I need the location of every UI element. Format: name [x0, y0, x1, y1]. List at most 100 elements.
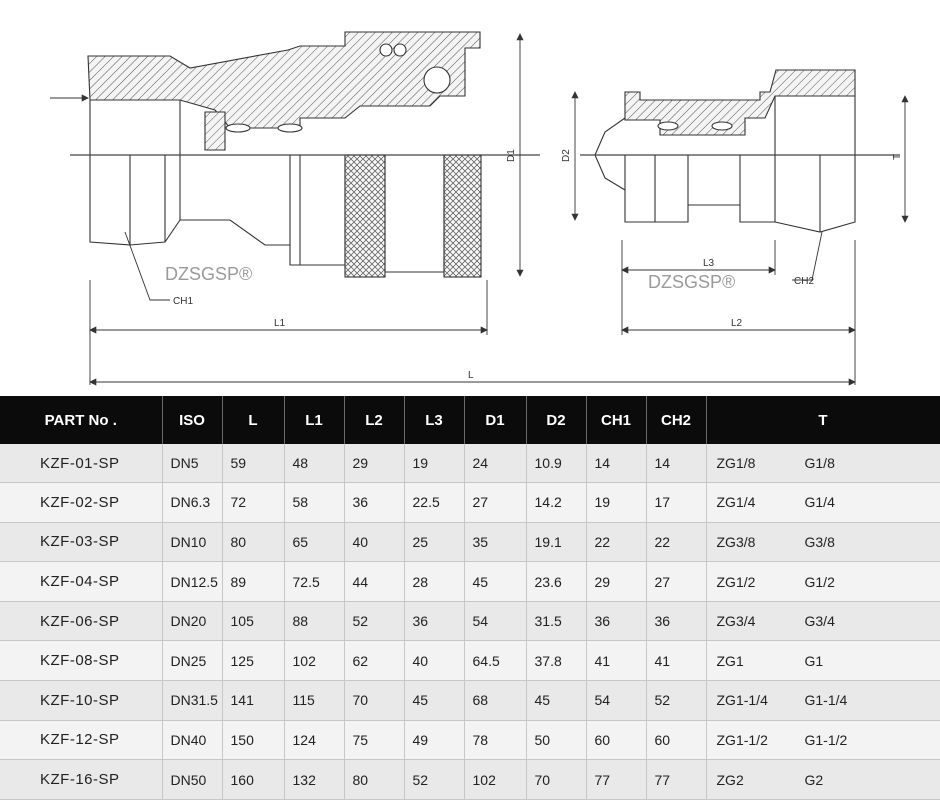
- part-number-cell: KZF-06-SP: [0, 601, 163, 642]
- header-l1: L1: [284, 396, 345, 444]
- iso-cell: DN12.5: [162, 561, 223, 602]
- l1-cell: 65: [284, 522, 345, 563]
- part-number-cell: KZF-04-SP: [0, 561, 163, 602]
- right-part-plug: [594, 69, 856, 233]
- ch2-cell: 52: [646, 680, 707, 721]
- ch2-cell: 60: [646, 720, 707, 761]
- iso-cell: DN40: [162, 720, 223, 761]
- socket-hex-outline: [89, 100, 346, 266]
- label-d1: D1: [506, 149, 517, 162]
- d2-cell: 50: [526, 720, 587, 761]
- iso-cell: DN6.3: [162, 482, 223, 523]
- ch2-leader: [792, 231, 823, 281]
- seal-o-ring: [225, 123, 251, 133]
- ch1-cell: 29: [586, 561, 647, 602]
- d1-cell: 27: [464, 482, 527, 523]
- d1-cell: 45: [464, 561, 527, 602]
- ch2-cell: 14: [646, 444, 707, 484]
- ch1-cell: 54: [586, 680, 647, 721]
- l3-cell: 52: [404, 759, 465, 800]
- l3-cell: 22.5: [404, 482, 465, 523]
- t-taper-thread: ZG1-1/2: [716, 731, 768, 748]
- coupling-cross-section-drawing: L1 L L2 L3 D1 D2 T CH1 CH2 DZSGSP® DZSGS…: [50, 31, 909, 386]
- spec-table: PART No . ISO L L1 L2 L3 D1 D2 CH1 CH2 T…: [0, 396, 940, 800]
- seal-o-ring: [277, 123, 303, 133]
- dimension-labels: L1 L L2 L3 D1 D2 T CH1 CH2: [173, 149, 903, 381]
- l2-cell: 44: [344, 561, 405, 602]
- t-taper-thread: ZG1/8: [716, 455, 756, 471]
- ch1-cell: 41: [586, 640, 647, 682]
- l3-cell: 45: [404, 680, 465, 721]
- t-parallel-thread: G1: [804, 652, 824, 669]
- l1-cell: 72.5: [284, 561, 345, 602]
- ch1-cell: 19: [586, 482, 647, 523]
- l-cell: 105: [222, 601, 285, 642]
- header-t: T: [706, 396, 940, 444]
- l1-cell: 115: [284, 680, 345, 721]
- header-part-no: PART No .: [0, 396, 163, 444]
- l1-cell: 124: [284, 720, 345, 761]
- header-l2: L2: [344, 396, 405, 444]
- ch1-cell: 22: [586, 522, 647, 563]
- part-number-cell: KZF-16-SP: [0, 759, 163, 800]
- header-l: L: [222, 396, 285, 444]
- d1-cell: 35: [464, 522, 527, 563]
- ch1-leader: [124, 231, 170, 301]
- label-t: T: [892, 154, 903, 160]
- d2-cell: 19.1: [526, 522, 587, 563]
- t-parallel-thread: G1/4: [804, 494, 835, 511]
- table-header-row: PART No . ISO L L1 L2 L3 D1 D2 CH1 CH2 T: [0, 396, 940, 444]
- ch1-cell: 36: [586, 601, 647, 642]
- l-cell: 89: [222, 561, 285, 602]
- l2-cell: 80: [344, 759, 405, 800]
- iso-cell: DN20: [162, 601, 223, 642]
- l-cell: 160: [222, 759, 285, 800]
- t-taper-thread: ZG1/4: [716, 494, 756, 511]
- watermarks: DZSGSP® DZSGSP®: [165, 264, 735, 292]
- label-l1: L1: [274, 318, 286, 329]
- t-cell: ZG3/4 G3/4: [706, 601, 940, 642]
- d1-cell: 64.5: [464, 640, 527, 682]
- iso-cell: DN50: [162, 759, 223, 800]
- ch1-cell: 14: [586, 444, 647, 484]
- part-number-cell: KZF-03-SP: [0, 522, 163, 563]
- ch1-cell: 60: [586, 720, 647, 761]
- seal-o-ring: [657, 121, 679, 131]
- ch2-cell: 77: [646, 759, 707, 800]
- t-parallel-thread: G3/4: [804, 613, 835, 630]
- d2-cell: 10.9: [526, 444, 587, 484]
- header-ch2: CH2: [646, 396, 707, 444]
- header-d2: D2: [526, 396, 587, 444]
- d2-cell: 23.6: [526, 561, 587, 602]
- l2-cell: 29: [344, 444, 405, 484]
- l-cell: 125: [222, 640, 285, 682]
- l2-cell: 70: [344, 680, 405, 721]
- d2-cell: 31.5: [526, 601, 587, 642]
- t-taper-thread: ZG3/4: [716, 613, 756, 630]
- label-l2: L2: [731, 318, 743, 329]
- d1-cell: 68: [464, 680, 527, 721]
- l2-cell: 62: [344, 640, 405, 682]
- part-number-cell: KZF-01-SP: [0, 444, 163, 484]
- iso-cell: DN25: [162, 640, 223, 682]
- plug-nose: [594, 117, 626, 191]
- header-l3: L3: [404, 396, 465, 444]
- l1-cell: 88: [284, 601, 345, 642]
- header-d1: D1: [464, 396, 527, 444]
- label-ch1: CH1: [173, 296, 193, 307]
- knurled-sleeve: [344, 154, 386, 278]
- locking-ball: [379, 43, 393, 57]
- ch2-cell: 36: [646, 601, 707, 642]
